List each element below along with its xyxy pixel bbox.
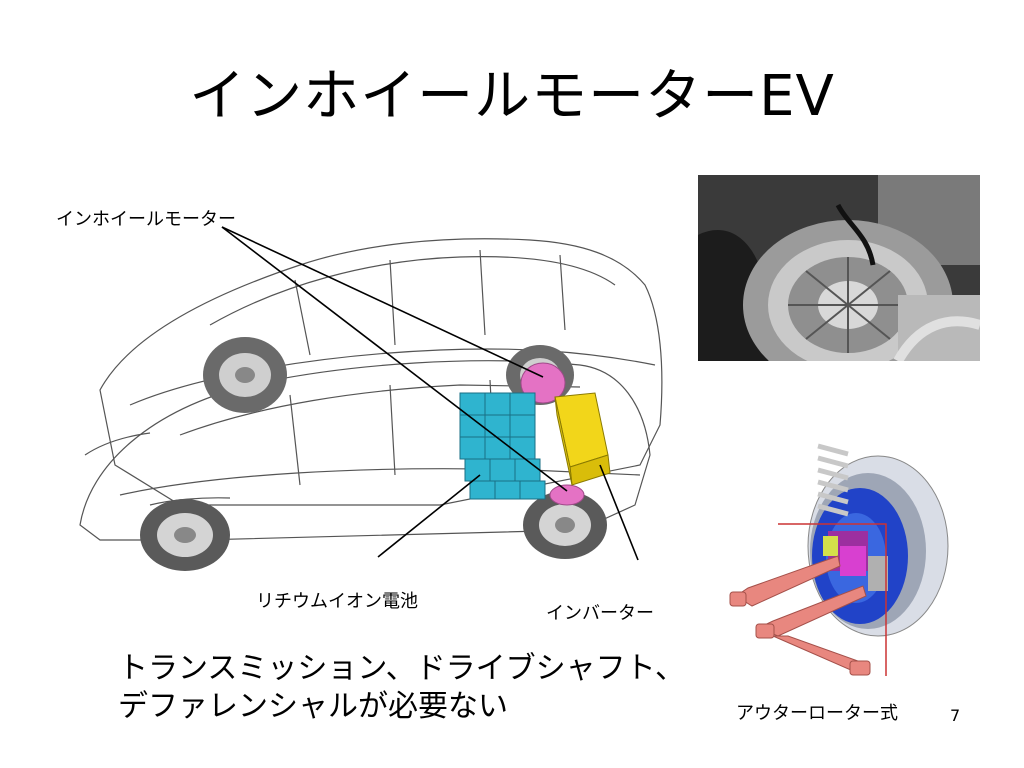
- summary-line-1: トランスミッション、ドライブシャフト、: [118, 651, 685, 686]
- label-outer-rotor: アウターローター式: [736, 703, 898, 724]
- outer-rotor-diagram: [729, 443, 949, 676]
- car-illustration: [79, 226, 663, 571]
- label-inverter: インバーター: [546, 603, 654, 624]
- inverter-box: [554, 392, 611, 486]
- suspension-spring: [817, 443, 849, 517]
- summary-line-2: デファレンシャルが必要ない: [118, 689, 508, 724]
- summary-text: トランスミッション、ドライブシャフト、 デファレンシャルが必要ない: [118, 650, 685, 726]
- page-number: 7: [950, 706, 961, 725]
- label-in-wheel-motor: インホイールモーター: [56, 209, 236, 230]
- motor-photo: [698, 175, 980, 361]
- suspension-arm: [729, 555, 871, 676]
- slide-title: インホイールモーターEV: [189, 64, 835, 129]
- battery-pack: [459, 392, 546, 500]
- in-wheel-motor-lower: [549, 484, 585, 506]
- label-battery: リチウムイオン電池: [256, 591, 418, 612]
